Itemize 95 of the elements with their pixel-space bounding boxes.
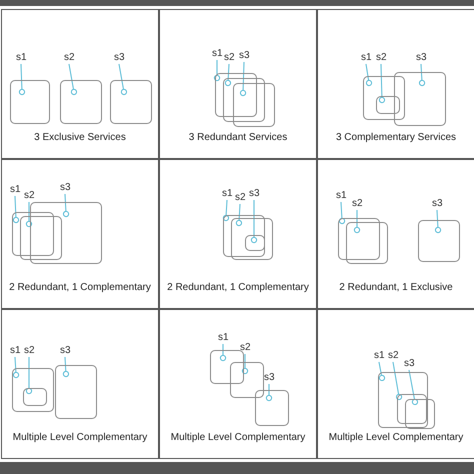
leader-line xyxy=(222,200,230,222)
service-square xyxy=(346,222,388,264)
leader-line xyxy=(26,202,32,228)
panel-caption: 2 Redundant, 1 Complementary xyxy=(166,282,310,293)
leader-line xyxy=(418,64,426,86)
panel-cell xyxy=(317,9,474,159)
leader-line xyxy=(242,354,248,374)
leader-line xyxy=(366,64,372,86)
service-square xyxy=(10,80,50,124)
service-label: s2 xyxy=(352,198,363,209)
panel-caption: Multiple Level Complementary xyxy=(12,432,148,443)
service-square xyxy=(397,394,427,424)
leader-line xyxy=(224,64,232,86)
leader-line xyxy=(12,356,20,378)
panel-caption: 3 Exclusive Services xyxy=(33,132,127,143)
leader-line xyxy=(18,64,26,96)
service-label: s1 xyxy=(16,52,27,63)
panel-cell xyxy=(1,9,159,159)
service-square xyxy=(60,80,102,124)
service-square xyxy=(233,83,275,127)
service-label: s1 xyxy=(218,332,229,343)
service-square xyxy=(363,76,405,120)
service-label: s2 xyxy=(388,350,399,361)
leader-line xyxy=(434,210,442,234)
panel-cell xyxy=(1,309,159,459)
leader-line xyxy=(118,64,128,96)
service-label: s1 xyxy=(212,48,223,59)
service-square xyxy=(230,362,264,398)
service-square xyxy=(223,78,265,122)
service-label: s1 xyxy=(361,52,372,63)
panel-caption: 2 Redundant, 1 Complementary xyxy=(8,282,152,293)
service-square xyxy=(55,365,97,419)
service-label: s2 xyxy=(24,190,35,201)
service-square xyxy=(12,212,54,256)
panel-cell xyxy=(159,159,317,309)
leader-line xyxy=(266,384,272,402)
service-label: s1 xyxy=(374,350,385,361)
leader-line xyxy=(220,344,226,362)
service-label: s1 xyxy=(10,184,21,195)
leader-line xyxy=(378,64,386,104)
service-label: s2 xyxy=(240,342,251,353)
panel-caption: Multiple Level Complementary xyxy=(328,432,464,443)
service-label: s3 xyxy=(114,52,125,63)
service-square xyxy=(418,220,460,262)
service-label: s2 xyxy=(224,52,235,63)
service-square xyxy=(223,215,265,257)
service-label: s2 xyxy=(376,52,387,63)
service-label: s2 xyxy=(235,192,246,203)
service-label: s2 xyxy=(64,52,75,63)
leader-line xyxy=(214,60,220,82)
service-square xyxy=(210,350,244,384)
service-square xyxy=(12,368,54,412)
leader-line xyxy=(250,200,258,244)
panel-cell xyxy=(317,159,474,309)
service-square xyxy=(30,202,102,264)
panel-cell xyxy=(159,309,317,459)
leader-line xyxy=(378,362,386,382)
service-label: s3 xyxy=(249,188,260,199)
panel-cell xyxy=(317,309,474,459)
service-square xyxy=(394,72,446,126)
service-label: s1 xyxy=(336,190,347,201)
leader-line xyxy=(392,362,402,400)
leader-line xyxy=(68,64,78,96)
leader-line xyxy=(26,356,32,394)
service-square xyxy=(20,216,62,260)
service-square xyxy=(338,218,380,260)
service-square xyxy=(405,399,435,429)
service-square xyxy=(255,390,289,426)
panel-caption: 2 Redundant, 1 Exclusive xyxy=(338,282,454,293)
panel-cell xyxy=(1,159,159,309)
service-label: s3 xyxy=(404,358,415,369)
service-label: s3 xyxy=(60,345,71,356)
service-label: s2 xyxy=(24,345,35,356)
panel-caption: 3 Redundant Services xyxy=(188,132,288,143)
service-label: s1 xyxy=(10,345,21,356)
leader-line xyxy=(408,370,418,406)
service-label: s1 xyxy=(222,188,233,199)
leader-line xyxy=(338,202,346,224)
service-label: s3 xyxy=(264,372,275,383)
leader-line xyxy=(62,194,70,218)
panel-cell xyxy=(159,9,317,159)
leader-line xyxy=(354,210,360,234)
service-square xyxy=(215,73,257,117)
service-label: s3 xyxy=(60,182,71,193)
service-square xyxy=(231,218,273,260)
service-label: s3 xyxy=(432,198,443,209)
panel-caption: Multiple Level Complementary xyxy=(170,432,306,443)
service-label: s3 xyxy=(416,52,427,63)
leader-line xyxy=(240,62,246,96)
panel-caption: 3 Complementary Services xyxy=(334,132,458,143)
leader-line xyxy=(236,204,242,226)
leader-line xyxy=(12,196,20,224)
service-square xyxy=(110,80,152,124)
service-label: s3 xyxy=(239,50,250,61)
leader-line xyxy=(62,356,70,378)
